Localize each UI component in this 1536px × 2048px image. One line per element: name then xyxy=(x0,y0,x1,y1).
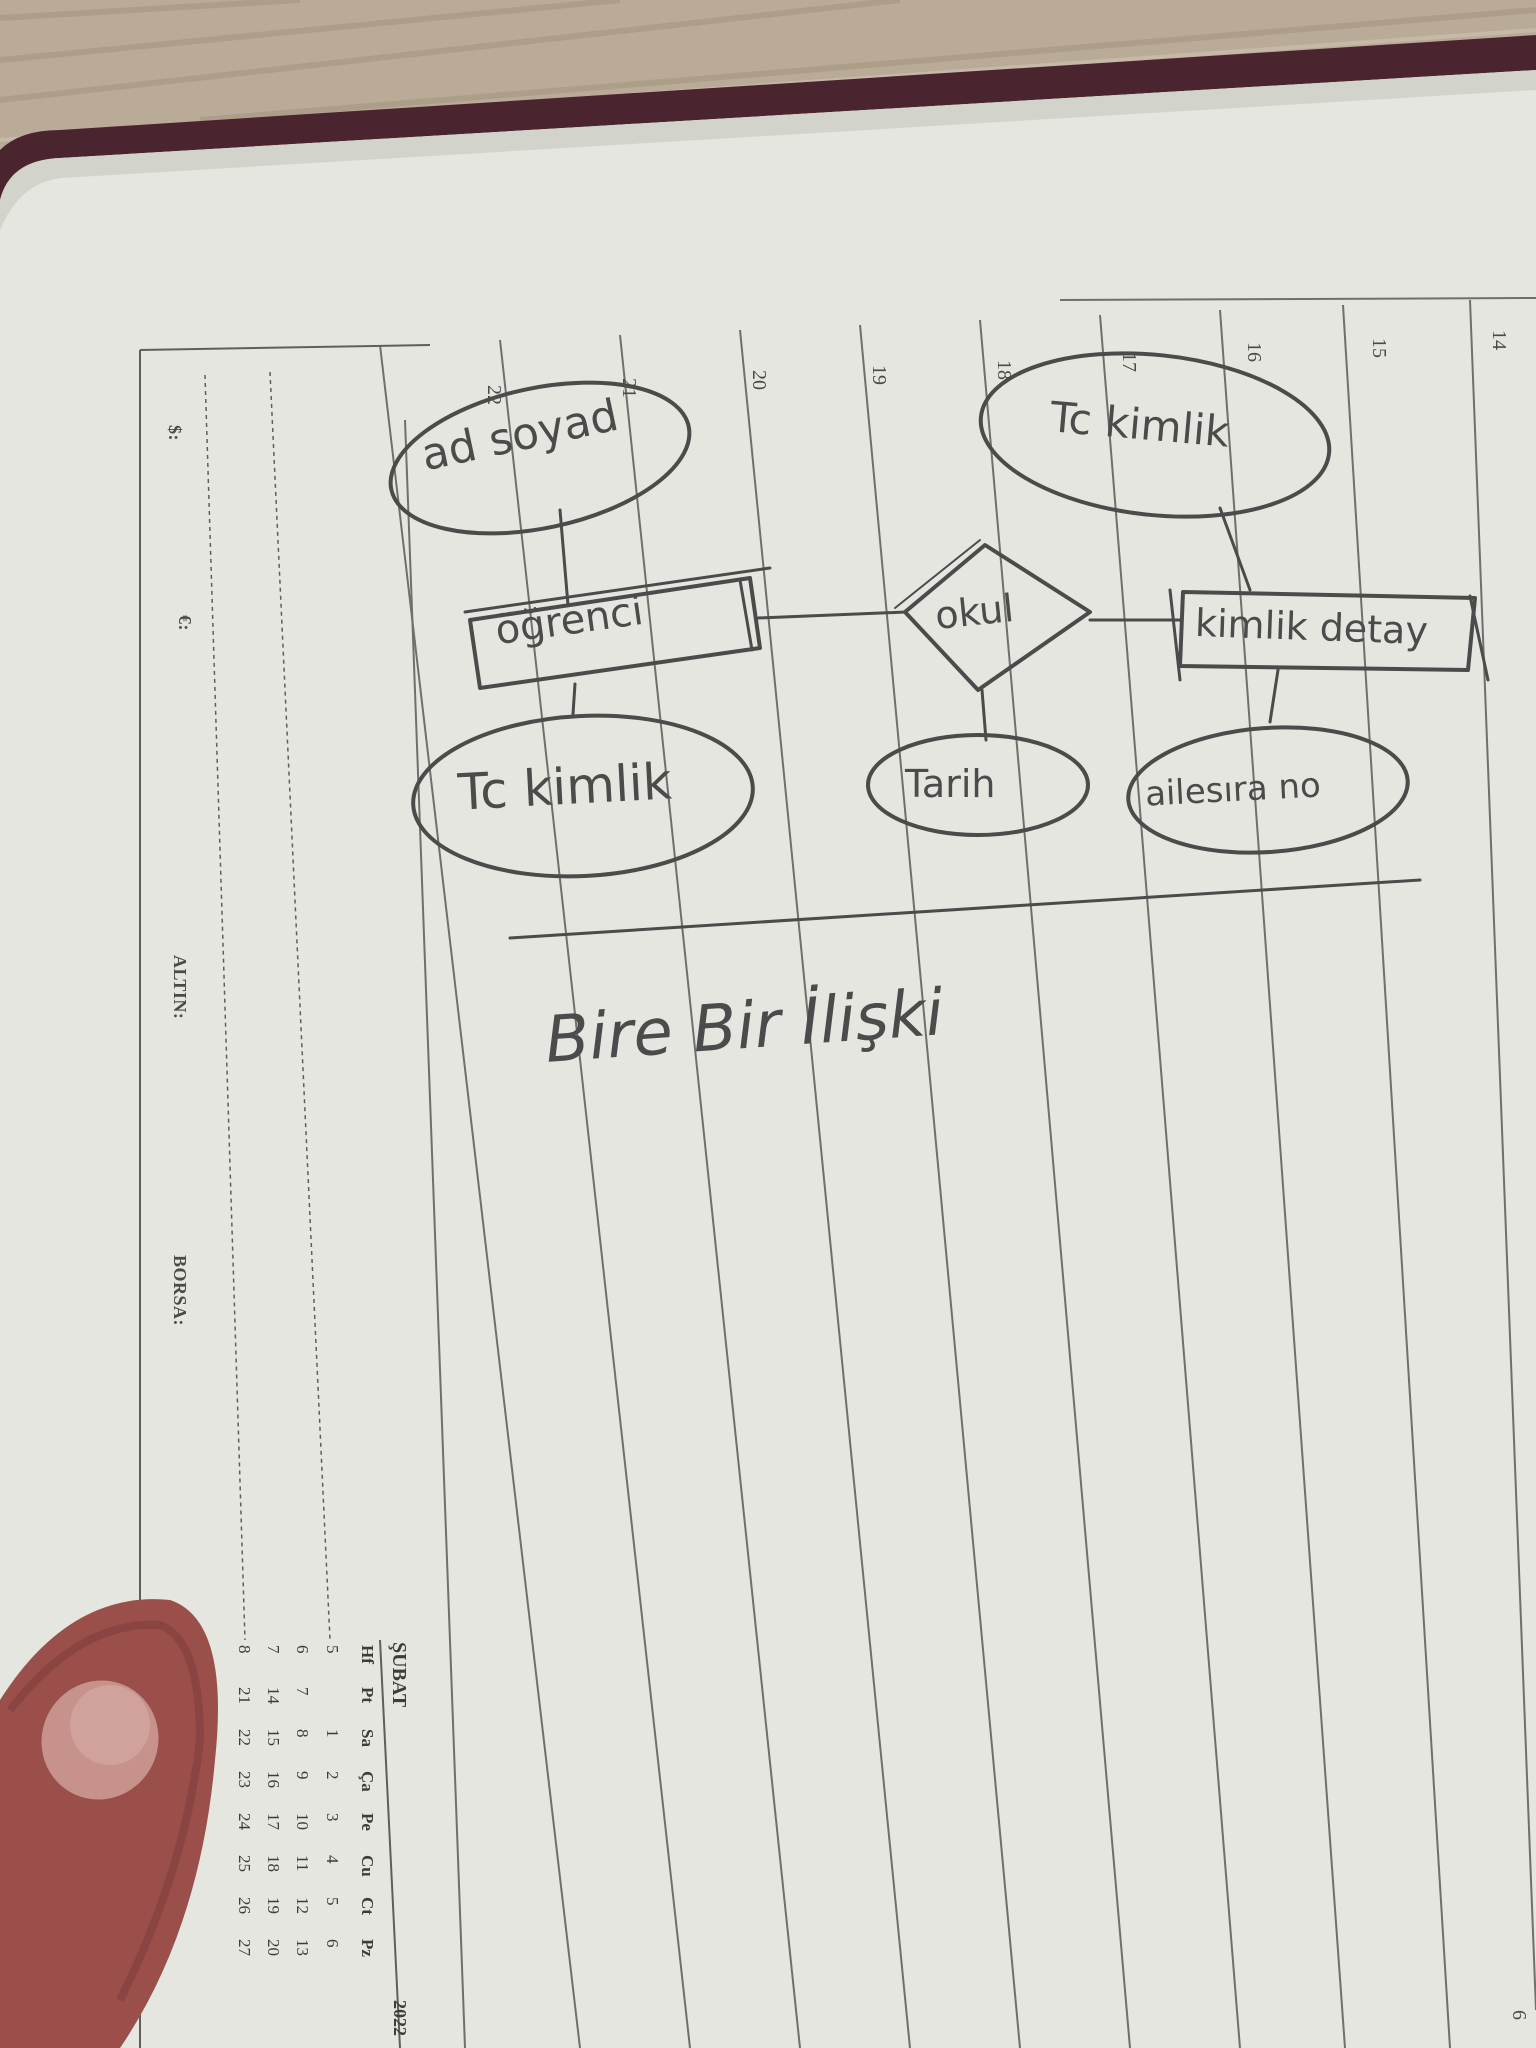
calendar-day-cell: 10 xyxy=(293,1813,312,1830)
attr-ellipse-ailesira-no xyxy=(1126,725,1410,855)
calendar-day-cell: 17 xyxy=(264,1813,283,1830)
calendar-header-cell: Pz xyxy=(358,1939,377,1957)
entity-box-ogrenci xyxy=(468,576,762,690)
attr-ellipse-tc-kimlik-left xyxy=(411,713,755,879)
calendar-day-cell: 5 xyxy=(323,1645,342,1654)
calendar-day-cell: 26 xyxy=(235,1897,254,1914)
calendar-header-cell: Ct xyxy=(358,1897,377,1915)
calendar-day-cell: 13 xyxy=(293,1939,312,1956)
calendar-header-cell: Pt xyxy=(358,1687,377,1704)
corner-number: 6 xyxy=(1508,2010,1530,2020)
calendar-header-cell: Cu xyxy=(358,1855,377,1877)
hour-20: 20 xyxy=(748,370,770,390)
label-euro: €: xyxy=(175,615,195,631)
calendar-day-cell: 20 xyxy=(264,1939,283,1956)
calendar-day-cell: 5 xyxy=(323,1897,342,1906)
er-diagram xyxy=(388,351,1490,940)
calendar-header-cell: Pe xyxy=(358,1813,377,1831)
calendar-day-cell: 22 xyxy=(235,1729,254,1746)
label-kimlik-detay: kimlik detay xyxy=(1194,600,1429,654)
calendar-day-cell: 18 xyxy=(264,1855,283,1872)
calendar-day-cell: 15 xyxy=(264,1729,283,1746)
label-gold: ALTIN: xyxy=(170,955,190,1020)
calendar-day-cell: 14 xyxy=(264,1687,283,1704)
calendar-day-cell: 24 xyxy=(235,1813,254,1830)
calendar-day-cell: 8 xyxy=(293,1729,312,1738)
diagram-divider xyxy=(508,878,1422,940)
hour-21: 21 xyxy=(618,378,640,398)
label-tarih: Tarih xyxy=(905,762,996,806)
calendar-day-cell: 8 xyxy=(235,1645,254,1654)
calendar-day-cell: 3 xyxy=(323,1813,342,1822)
calendar-day-cell: 16 xyxy=(264,1771,283,1788)
calendar-day-cell: 23 xyxy=(235,1771,254,1788)
calendar-year: 2022 xyxy=(390,2000,410,2036)
calendar-day-cell: 2 xyxy=(323,1771,342,1780)
label-okul: okul xyxy=(932,586,1016,638)
calendar-day-cell: 21 xyxy=(235,1687,254,1704)
hour-18: 18 xyxy=(993,360,1015,380)
relationship-diamond-okul xyxy=(903,543,1092,692)
attr-ellipse-tarih xyxy=(866,733,1090,837)
calendar-day-cell: 19 xyxy=(264,1897,283,1914)
label-tc-kimlik-left: Tc kimlik xyxy=(456,752,674,822)
calendar-month: ŞUBAT xyxy=(388,1642,410,1708)
calendar-day-cell: 25 xyxy=(235,1855,254,1872)
calendar-day-cell: 27 xyxy=(235,1939,254,1956)
calendar-day-cell: 4 xyxy=(323,1855,342,1864)
attr-ellipse-ad-soyad xyxy=(388,380,692,536)
hour-14: 14 xyxy=(1488,330,1510,350)
label-dollar: $: xyxy=(165,425,185,441)
page-shadow xyxy=(0,70,1536,230)
calendar-day-cell: 12 xyxy=(293,1897,312,1914)
calendar-rule xyxy=(379,1639,401,2048)
attr-ellipse-tc-kimlik-right xyxy=(978,351,1332,519)
hour-17: 17 xyxy=(1118,352,1140,372)
hour-15: 15 xyxy=(1368,338,1390,358)
ruled-lines xyxy=(379,299,1536,2048)
hour-19: 19 xyxy=(868,365,890,385)
label-stock: BORSA: xyxy=(170,1255,190,1327)
calendar-day-cell: 1 xyxy=(323,1729,342,1738)
calendar-header-cell: Ça xyxy=(358,1771,377,1792)
entity-box-kimlik-detay xyxy=(1178,590,1477,672)
calendar-day-cell: 6 xyxy=(293,1645,312,1654)
top-rule xyxy=(1059,297,1536,301)
calendar-day-cell: 9 xyxy=(293,1771,312,1780)
calendar-header-cell: Sa xyxy=(358,1729,377,1747)
hour-16: 16 xyxy=(1243,342,1265,362)
calendar-day-cell: 11 xyxy=(293,1855,312,1872)
thumb xyxy=(0,1599,218,2048)
margin-box xyxy=(139,344,431,2048)
calendar-day-cell: 7 xyxy=(293,1687,312,1696)
notebook-page xyxy=(0,70,1536,2048)
hour-22: 22 xyxy=(483,385,505,405)
calendar-day-cell: 6 xyxy=(323,1939,342,1948)
calendar-header-cell: Hf xyxy=(358,1645,377,1664)
calendar-day-cell: 7 xyxy=(264,1645,283,1654)
